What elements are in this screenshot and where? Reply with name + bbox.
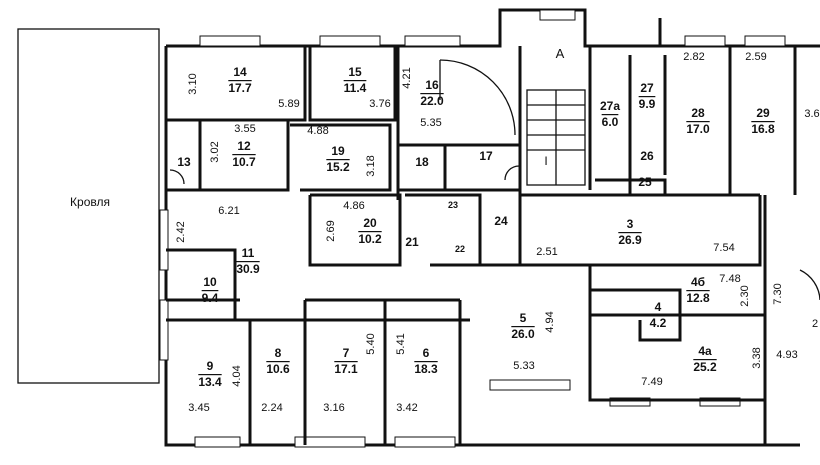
dimension-label: 2.51 [536,246,557,258]
room-number: 5 [520,311,527,325]
dimension-label: 7.49 [641,376,662,388]
room-number: 28 [691,106,705,120]
room-number: 15 [348,65,362,79]
room-number: 19 [331,144,345,158]
dimension-label: 3.18 [365,155,377,176]
room-number: 4а [698,344,712,358]
room-number: 29 [756,106,770,120]
dimension-label: 2.82 [683,51,704,63]
room-number: 27a [600,99,620,113]
dimension-label: 5.33 [513,360,534,372]
room-area: 18.3 [414,362,438,376]
room-area: 17.0 [686,122,710,136]
room-number: 12 [237,139,251,153]
dimension-label: 3.10 [187,73,199,94]
room-number: 23 [448,200,458,210]
dimension-label: 4.88 [307,125,328,137]
room-area: 4.2 [650,316,667,330]
dimension-label: 3.76 [369,98,390,110]
dimension-label: 2.24 [261,402,282,414]
dimension-labels: 2.82 2.59 3.10 5.89 3.76 4.21 3.55 4.88 … [175,51,820,414]
room-area: 10.2 [358,232,382,246]
dimension-label: 4.94 [544,311,556,332]
dimension-label: 3.6 [804,108,819,120]
room-number: 13 [177,155,191,169]
stair: А I [526,46,586,186]
stair-mark: I [544,154,547,168]
room-area: 17.7 [228,81,252,95]
dimension-label: 5.89 [278,98,299,110]
room-number: 21 [405,235,419,249]
room-area: 26.9 [618,233,642,247]
room-area: 13.4 [198,375,222,389]
dimension-label: 2.69 [325,220,337,241]
room-number: 20 [363,216,377,230]
room-number: 11 [242,246,255,260]
room-area: 10.7 [232,155,256,169]
interior-walls [166,46,797,445]
dimension-label: 4.93 [776,349,797,361]
windows [159,9,786,448]
room-number: 10 [203,275,217,289]
dimension-label: 5.35 [420,117,441,129]
room-area: 12.8 [686,291,710,305]
room-area: 25.2 [693,360,717,374]
dimension-label: 4.86 [343,200,364,212]
room-area: 11.4 [344,81,367,95]
room-number: 16 [425,78,439,92]
stair-label: А [556,46,565,61]
dimension-label: 5.40 [365,333,377,354]
roof-label: Кровля [70,195,110,209]
room-area: 9.9 [639,97,656,111]
room-labels: 14 17.7 15 11.4 16 22.0 27a 6.0 27 9.9 2… [177,65,775,389]
dimension-label: 3.45 [188,402,209,414]
room-number: 9 [207,359,214,373]
room-number: 4 [655,300,662,314]
dimension-label: 2.30 [739,285,751,306]
room-number: 18 [415,155,429,169]
room-area: 22.0 [420,94,444,108]
room-number: 6 [423,346,430,360]
room-area: 6.0 [602,115,619,129]
room-number: 26 [640,149,654,163]
roof-area [17,28,160,384]
dimension-label: 3.42 [396,402,417,414]
dimension-label: 3.55 [234,123,255,135]
room-number: 27 [640,81,654,95]
dimension-label: 3.16 [323,402,344,414]
room-number: 3 [627,217,634,231]
dimension-label: 7.30 [772,283,784,304]
dimension-label: 3.02 [209,141,221,162]
room-number: 24 [494,214,508,228]
room-area: 9.4 [202,291,219,305]
room-number: 22 [455,244,465,254]
room-area: 30.9 [236,262,260,276]
room-number: 4б [691,275,705,289]
dimension-label: 7.48 [719,273,740,285]
room-number: 17 [479,149,493,163]
room-number: 7 [343,346,350,360]
dimension-label: 2.59 [745,51,766,63]
dimension-label: 5.41 [395,333,407,354]
room-number: 25 [638,175,652,189]
dimension-label: 7.54 [713,242,734,254]
dimension-label: 4.04 [231,365,243,386]
dimension-label: 4.21 [401,67,413,88]
dimension-label: 2.42 [175,221,187,242]
room-number: 8 [275,346,282,360]
dimension-label: 2 [812,318,818,330]
room-area: 26.0 [511,327,535,341]
room-area: 17.1 [334,362,358,376]
room-area: 10.6 [266,362,290,376]
room-number: 14 [233,65,247,79]
room-area: 15.2 [326,160,350,174]
room-area: 16.8 [751,122,775,136]
dimension-label: 3.38 [751,347,763,368]
dimension-label: 6.21 [218,205,239,217]
